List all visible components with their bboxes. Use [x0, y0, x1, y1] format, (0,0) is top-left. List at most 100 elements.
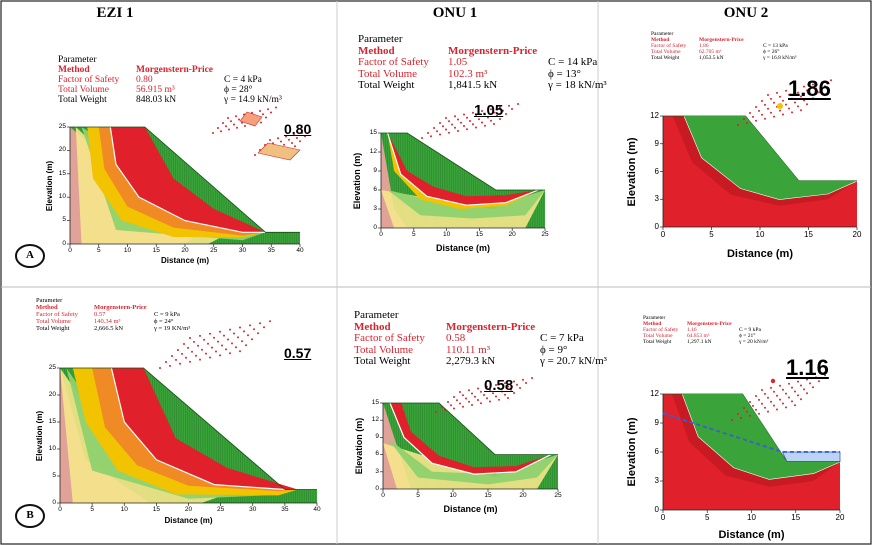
fos-label: 1.16 — [786, 355, 829, 380]
method-value: Morgenstern-Price — [446, 320, 536, 333]
slip-center-grid — [731, 374, 826, 421]
panel-title-onu1: ONU 1 — [432, 5, 478, 21]
critical-slip-surface — [387, 132, 539, 206]
x-tick-label: 5 — [90, 506, 94, 513]
y-tick-label: 6 — [654, 166, 659, 176]
y-tick-label: 12 — [369, 147, 377, 155]
y-tick-label: 3 — [373, 204, 377, 212]
slope-b1 — [57, 367, 318, 506]
y-tick-label: 6 — [654, 447, 659, 456]
critical-center-cell — [239, 111, 263, 127]
x-axis-label: Distance (m) — [718, 529, 785, 541]
y-axis-label: Elevation (m) — [352, 152, 362, 209]
y-tick-label: 10 — [58, 192, 66, 200]
x-tick-label: 15 — [152, 506, 160, 513]
y-axis-label: Elevation (m) — [45, 160, 54, 211]
fos-value: 1.16 — [687, 327, 697, 333]
gamma-value: γ = 20.7 kN/m³ — [540, 355, 607, 367]
x-tick-label: 0 — [379, 231, 383, 238]
fos-value: 1.05 — [448, 56, 468, 68]
param-header: Parameter — [354, 309, 399, 321]
panel-title-onu2: ONU 2 — [723, 5, 769, 21]
y-tick-label: 6 — [373, 185, 377, 193]
y-axis-label: Elevation (m) — [354, 417, 364, 475]
row-label: A — [26, 249, 34, 261]
param-header: Parameter — [651, 31, 674, 37]
critical-slip-red — [110, 127, 266, 233]
method-value: Morgenstern-Price — [94, 304, 147, 311]
slip-center-grid — [421, 103, 519, 139]
param-header: Parameter — [58, 55, 97, 65]
fos-label: 0.57 — [284, 345, 312, 361]
panel-title-ezi1: EZI 1 — [96, 5, 134, 21]
y-tick-label: 25 — [58, 122, 66, 130]
fos-value: 1.86 — [699, 43, 709, 49]
phi-value: ϕ = 9° — [540, 343, 568, 356]
y-tick-label: 9 — [375, 433, 379, 441]
ground-surface — [381, 132, 545, 191]
phi-value: ϕ = 26° — [763, 49, 780, 55]
method-label: Method — [58, 65, 90, 75]
y-tick-label: 15 — [371, 398, 379, 406]
y-tick-label: 9 — [654, 418, 659, 427]
cohesion-value: C = 13 kPa — [763, 43, 788, 49]
fos-label: Factor of Safety — [36, 311, 78, 318]
x-tick-label: 40 — [313, 506, 321, 513]
x-tick-label: 25 — [554, 492, 562, 499]
critical-slip-surface — [110, 367, 285, 491]
x-tick-label: 35 — [267, 247, 275, 254]
x-tick-label: 20 — [184, 506, 193, 513]
method-label: Method — [358, 44, 395, 57]
volume-value: 64.853 m³ — [687, 333, 710, 339]
gamma-value: γ = 20 kN/m³ — [739, 339, 769, 345]
x-axis-label: Distance (m) — [435, 243, 491, 253]
sliding-mass — [684, 116, 857, 200]
x-tick-label: 10 — [442, 231, 451, 238]
weight-label: Total Weight — [643, 339, 672, 345]
critical-slip-red — [671, 394, 840, 487]
slip-center-grid — [737, 79, 832, 126]
x-tick-label: 15 — [804, 230, 813, 239]
critical-center — [770, 378, 776, 384]
row-label-circle — [15, 504, 45, 528]
cohesion-value: C = 9 kPa — [739, 327, 761, 333]
ground-surface — [70, 126, 300, 233]
slip-band-yellow — [87, 127, 266, 238]
weight-label: Total Weight — [36, 325, 70, 332]
slope-a2 — [378, 132, 546, 231]
fos-label: Factor of Safety — [358, 56, 429, 68]
x-tick-label: 10 — [120, 506, 128, 513]
volume-label: Total Volume — [643, 333, 673, 339]
fos-value: 0.58 — [446, 332, 466, 344]
y-tick-label: 12 — [371, 415, 379, 423]
critical-slip-red — [387, 133, 539, 206]
weight-value: 848.03 kN — [136, 95, 177, 105]
x-tick-label: 25 — [217, 506, 225, 513]
weight-value: 1,053.5 kN — [699, 55, 724, 61]
ground-surface — [383, 402, 558, 456]
y-tick-label: 15 — [58, 169, 66, 177]
cohesion-value: C = 7 kPa — [540, 332, 584, 344]
x-tick-label: 15 — [791, 513, 801, 522]
volume-value: 56.915 m³ — [136, 85, 175, 95]
x-tick-label: 20 — [519, 492, 527, 499]
x-tick-label: 15 — [475, 231, 484, 238]
cohesion-value: C = 9 kPa — [154, 311, 180, 318]
water-pond — [781, 451, 841, 463]
x-tick-label: 15 — [484, 492, 492, 499]
weight-value: 1,297.1 kN — [687, 339, 712, 345]
method-label: Method — [643, 321, 662, 327]
ground-surface — [60, 367, 317, 490]
x-tick-label: 25 — [210, 247, 218, 254]
volume-value: 110.11 m³ — [446, 343, 491, 356]
volume-label: Total Volume — [36, 318, 71, 325]
x-tick-label: 5 — [96, 247, 101, 254]
weight-label: Total Weight — [651, 55, 680, 61]
fos-label: 0.58 — [484, 377, 514, 394]
volume-value: 62.705 m³ — [699, 49, 722, 55]
y-tick-label: 9 — [654, 138, 659, 148]
y-tick-label: 3 — [654, 194, 659, 204]
x-tick-label: 10 — [747, 513, 756, 522]
